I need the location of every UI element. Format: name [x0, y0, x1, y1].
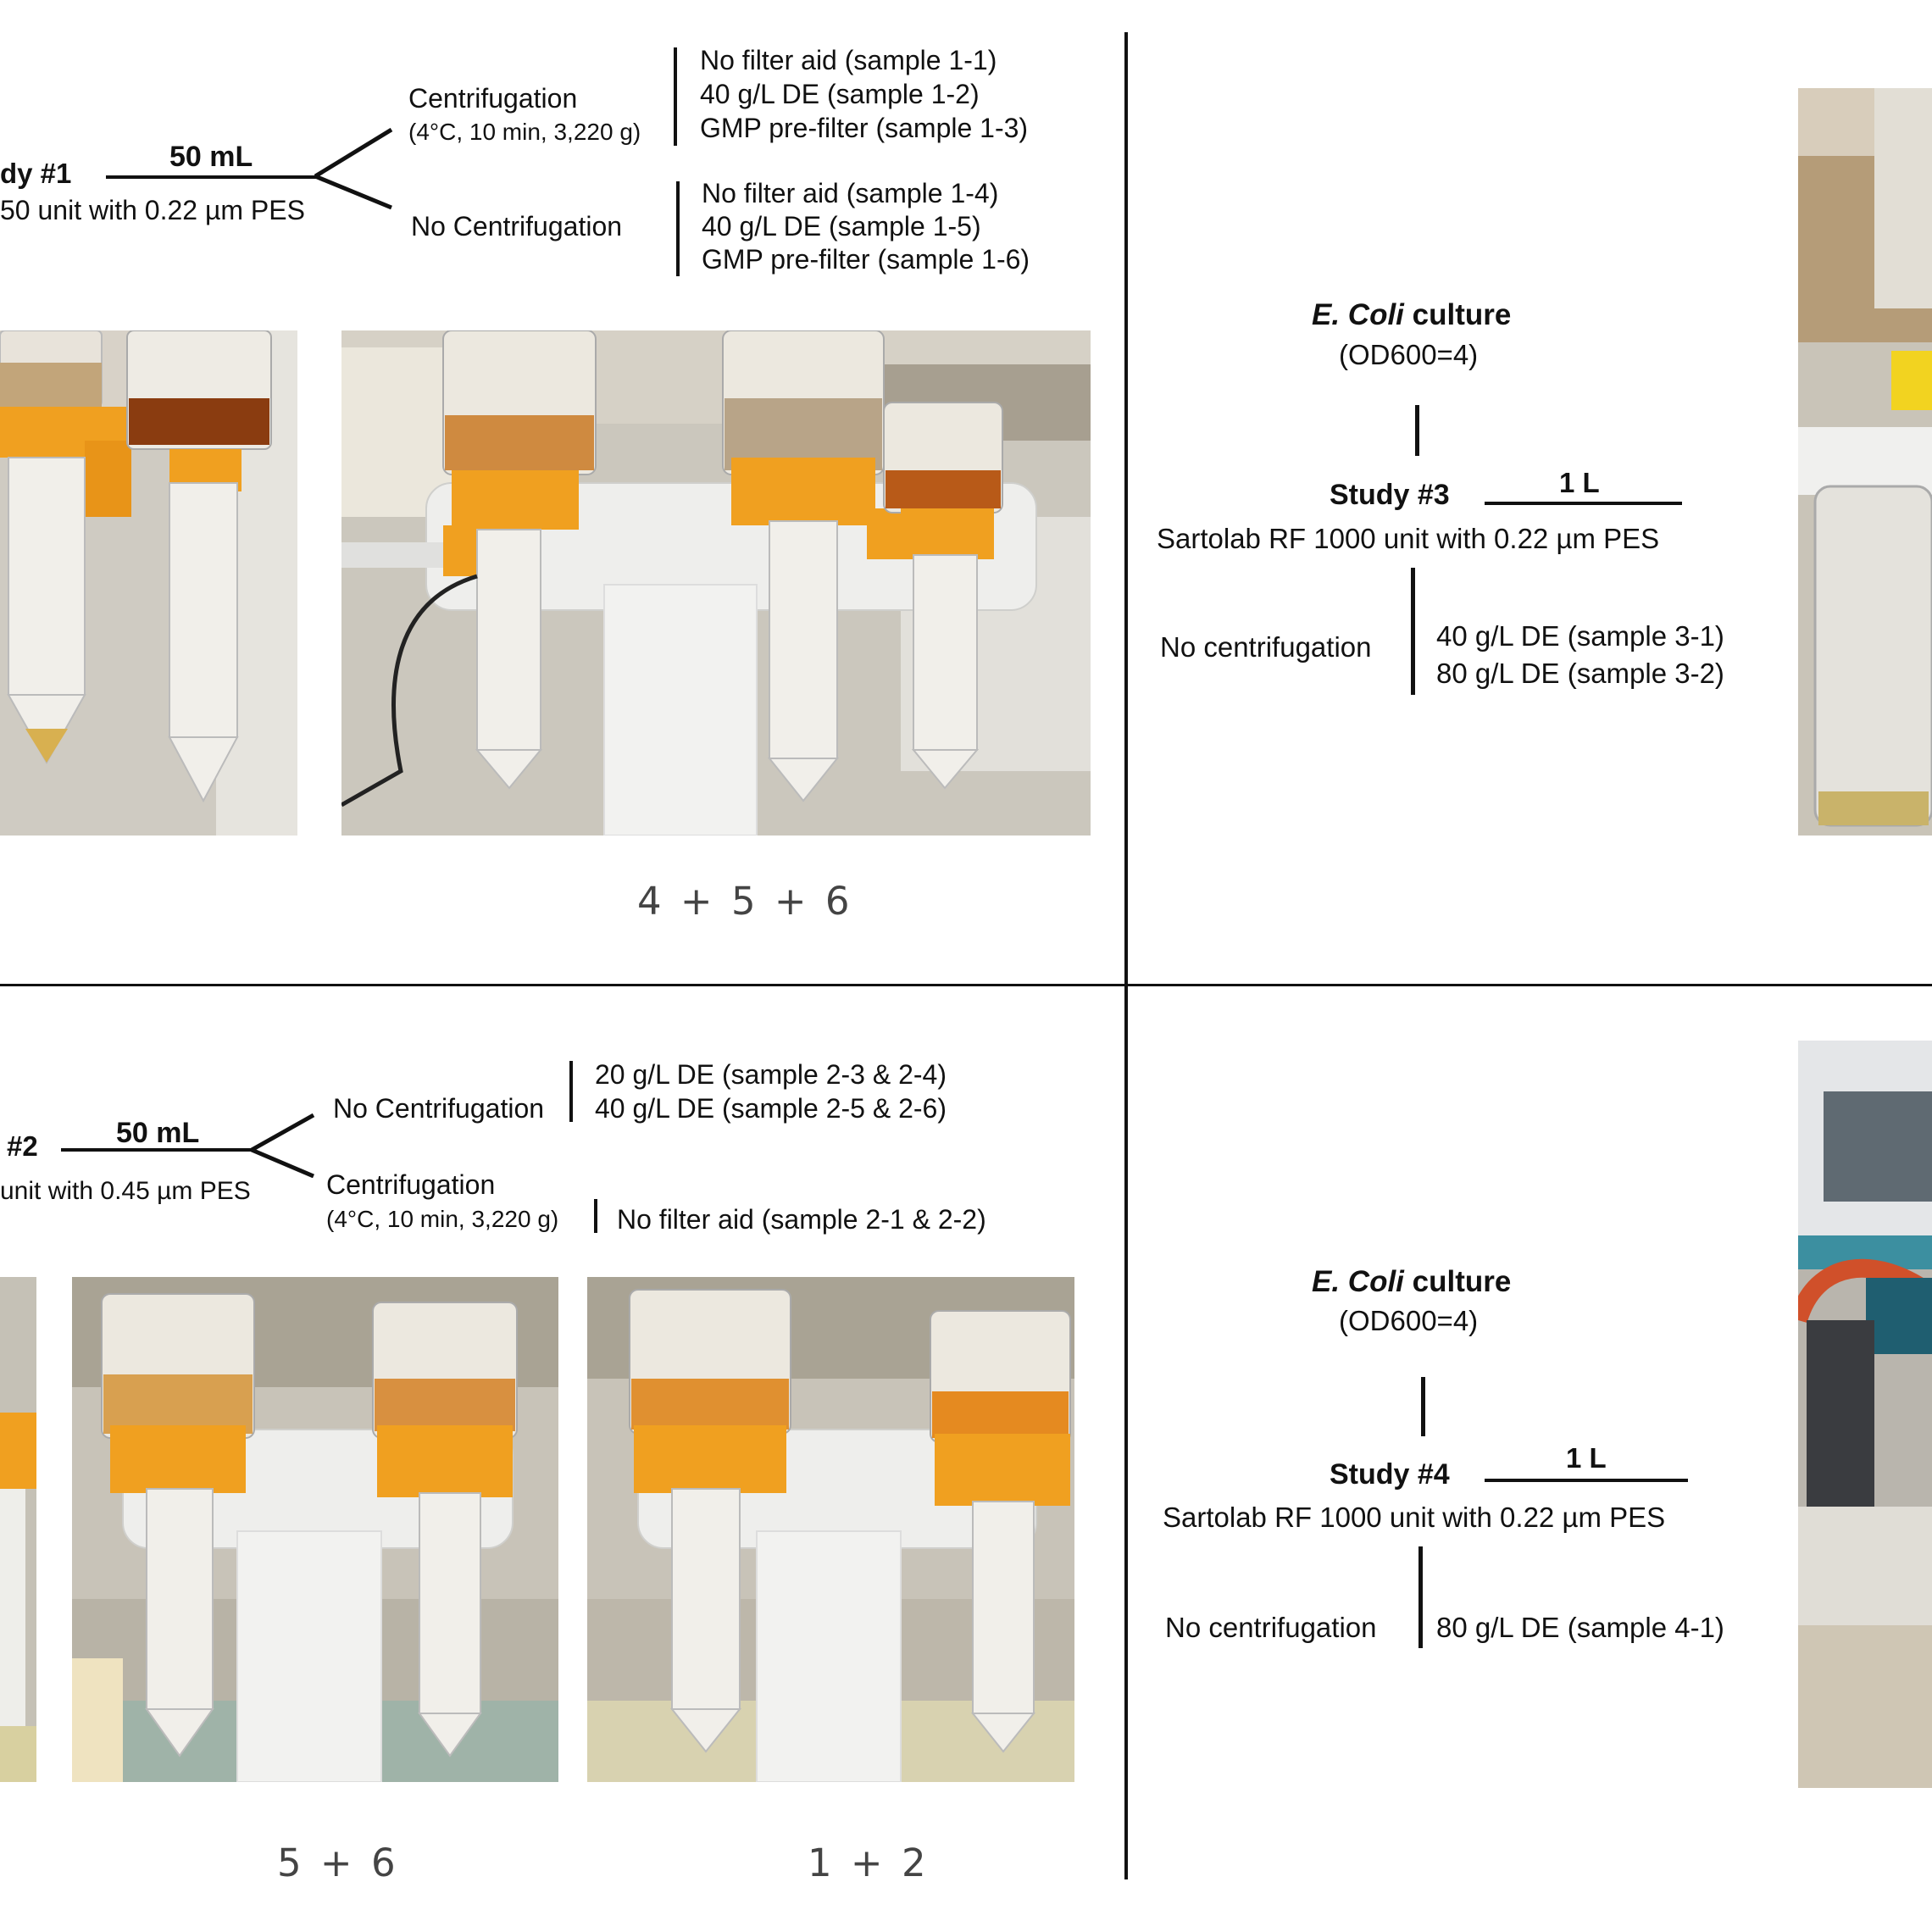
study3-culture-rest: culture — [1403, 298, 1512, 331]
study4-culture-rest: culture — [1403, 1265, 1512, 1298]
study1-unit: 50 unit with 0.22 µm PES — [0, 195, 305, 225]
study4-od: (OD600=4) — [1339, 1305, 1479, 1336]
study3-bracket — [1411, 568, 1415, 695]
study1-fork — [314, 127, 393, 210]
study3-photo — [1798, 88, 1932, 836]
study1-sample-1-4: No filter aid (sample 1-4) — [702, 178, 999, 208]
study1-bracket-b — [676, 181, 680, 276]
study3-unit: Sartolab RF 1000 unit with 0.22 µm PES — [1157, 523, 1660, 554]
study2-title: #2 — [7, 1130, 38, 1162]
study1-title: dy #1 — [0, 158, 72, 189]
study3-sample-3-1: 40 g/L DE (sample 3-1) — [1436, 620, 1724, 652]
study1-centrifugation-sub: (4°C, 10 min, 3,220 g) — [408, 119, 641, 145]
study2-volume: 50 mL — [116, 1117, 200, 1149]
study1-sample-1-3: GMP pre-filter (sample 1-3) — [700, 113, 1029, 143]
study4-bracket — [1418, 1546, 1423, 1648]
study2-volume-line — [61, 1148, 254, 1152]
study3-culture: E. Coli culture — [1312, 298, 1511, 332]
study1-photo-caption: 4 + 5 + 6 — [637, 879, 853, 924]
study4-photo — [1798, 1041, 1932, 1788]
study1-photo-456 — [341, 330, 1091, 836]
study4-culture-italic: E. Coli — [1312, 1265, 1404, 1298]
study2-unit: unit with 0.45 µm PES — [0, 1177, 251, 1205]
study1-volume-line — [106, 175, 318, 179]
study2-fork — [250, 1113, 315, 1178]
horizontal-divider — [0, 984, 1932, 986]
study3-sample-3-2: 80 g/L DE (sample 3-2) — [1436, 658, 1724, 689]
study1-bracket-a — [674, 47, 677, 146]
study1-sample-1-1: No filter aid (sample 1-1) — [700, 45, 997, 75]
vertical-divider — [1124, 32, 1128, 1879]
study1-volume: 50 mL — [169, 141, 253, 173]
study3-volume-line — [1485, 502, 1682, 505]
study2-bracket-b — [594, 1199, 597, 1233]
study2-centrifugation-label: Centrifugation — [326, 1169, 496, 1200]
study4-branch: No centrifugation — [1165, 1612, 1377, 1643]
study3-od: (OD600=4) — [1339, 339, 1479, 370]
study2-photo-left — [0, 1277, 36, 1782]
study4-sample-4-1: 80 g/L DE (sample 4-1) — [1436, 1612, 1724, 1643]
study2-sample-2-5-2-6: 40 g/L DE (sample 2-5 & 2-6) — [595, 1093, 947, 1124]
study2-sample-2-3-2-4: 20 g/L DE (sample 2-3 & 2-4) — [595, 1059, 947, 1090]
study2-sample-2-1-2-2: No filter aid (sample 2-1 & 2-2) — [617, 1204, 986, 1235]
study2-no-centrifugation-label: No Centrifugation — [333, 1093, 545, 1124]
study4-unit: Sartolab RF 1000 unit with 0.22 µm PES — [1163, 1502, 1666, 1533]
study2-photo-12 — [587, 1277, 1074, 1782]
study2-photo-12-caption: 1 + 2 — [808, 1840, 930, 1885]
study2-photo-56 — [72, 1277, 558, 1782]
study3-volume: 1 L — [1559, 467, 1600, 498]
study3-title: Study #3 — [1330, 479, 1450, 511]
study1-photo-left — [0, 330, 297, 836]
study2-photo-56-caption: 5 + 6 — [277, 1840, 399, 1885]
study4-volume-line — [1485, 1479, 1688, 1482]
study3-stem — [1415, 405, 1419, 456]
study3-culture-italic: E. Coli — [1312, 298, 1404, 331]
study1-sample-1-6: GMP pre-filter (sample 1-6) — [702, 244, 1030, 275]
study4-volume: 1 L — [1566, 1442, 1607, 1474]
study3-branch: No centrifugation — [1160, 631, 1372, 663]
study1-sample-1-2: 40 g/L DE (sample 1-2) — [700, 79, 980, 109]
study1-centrifugation-label: Centrifugation — [408, 83, 578, 114]
study2-centrifugation-sub: (4°C, 10 min, 3,220 g) — [326, 1206, 559, 1232]
study4-culture: E. Coli culture — [1312, 1265, 1511, 1299]
study1-sample-1-5: 40 g/L DE (sample 1-5) — [702, 211, 981, 242]
study2-bracket-a — [569, 1061, 573, 1122]
study4-title: Study #4 — [1330, 1458, 1450, 1491]
study4-stem — [1421, 1377, 1425, 1436]
study1-no-centrifugation-label: No Centrifugation — [411, 211, 623, 242]
